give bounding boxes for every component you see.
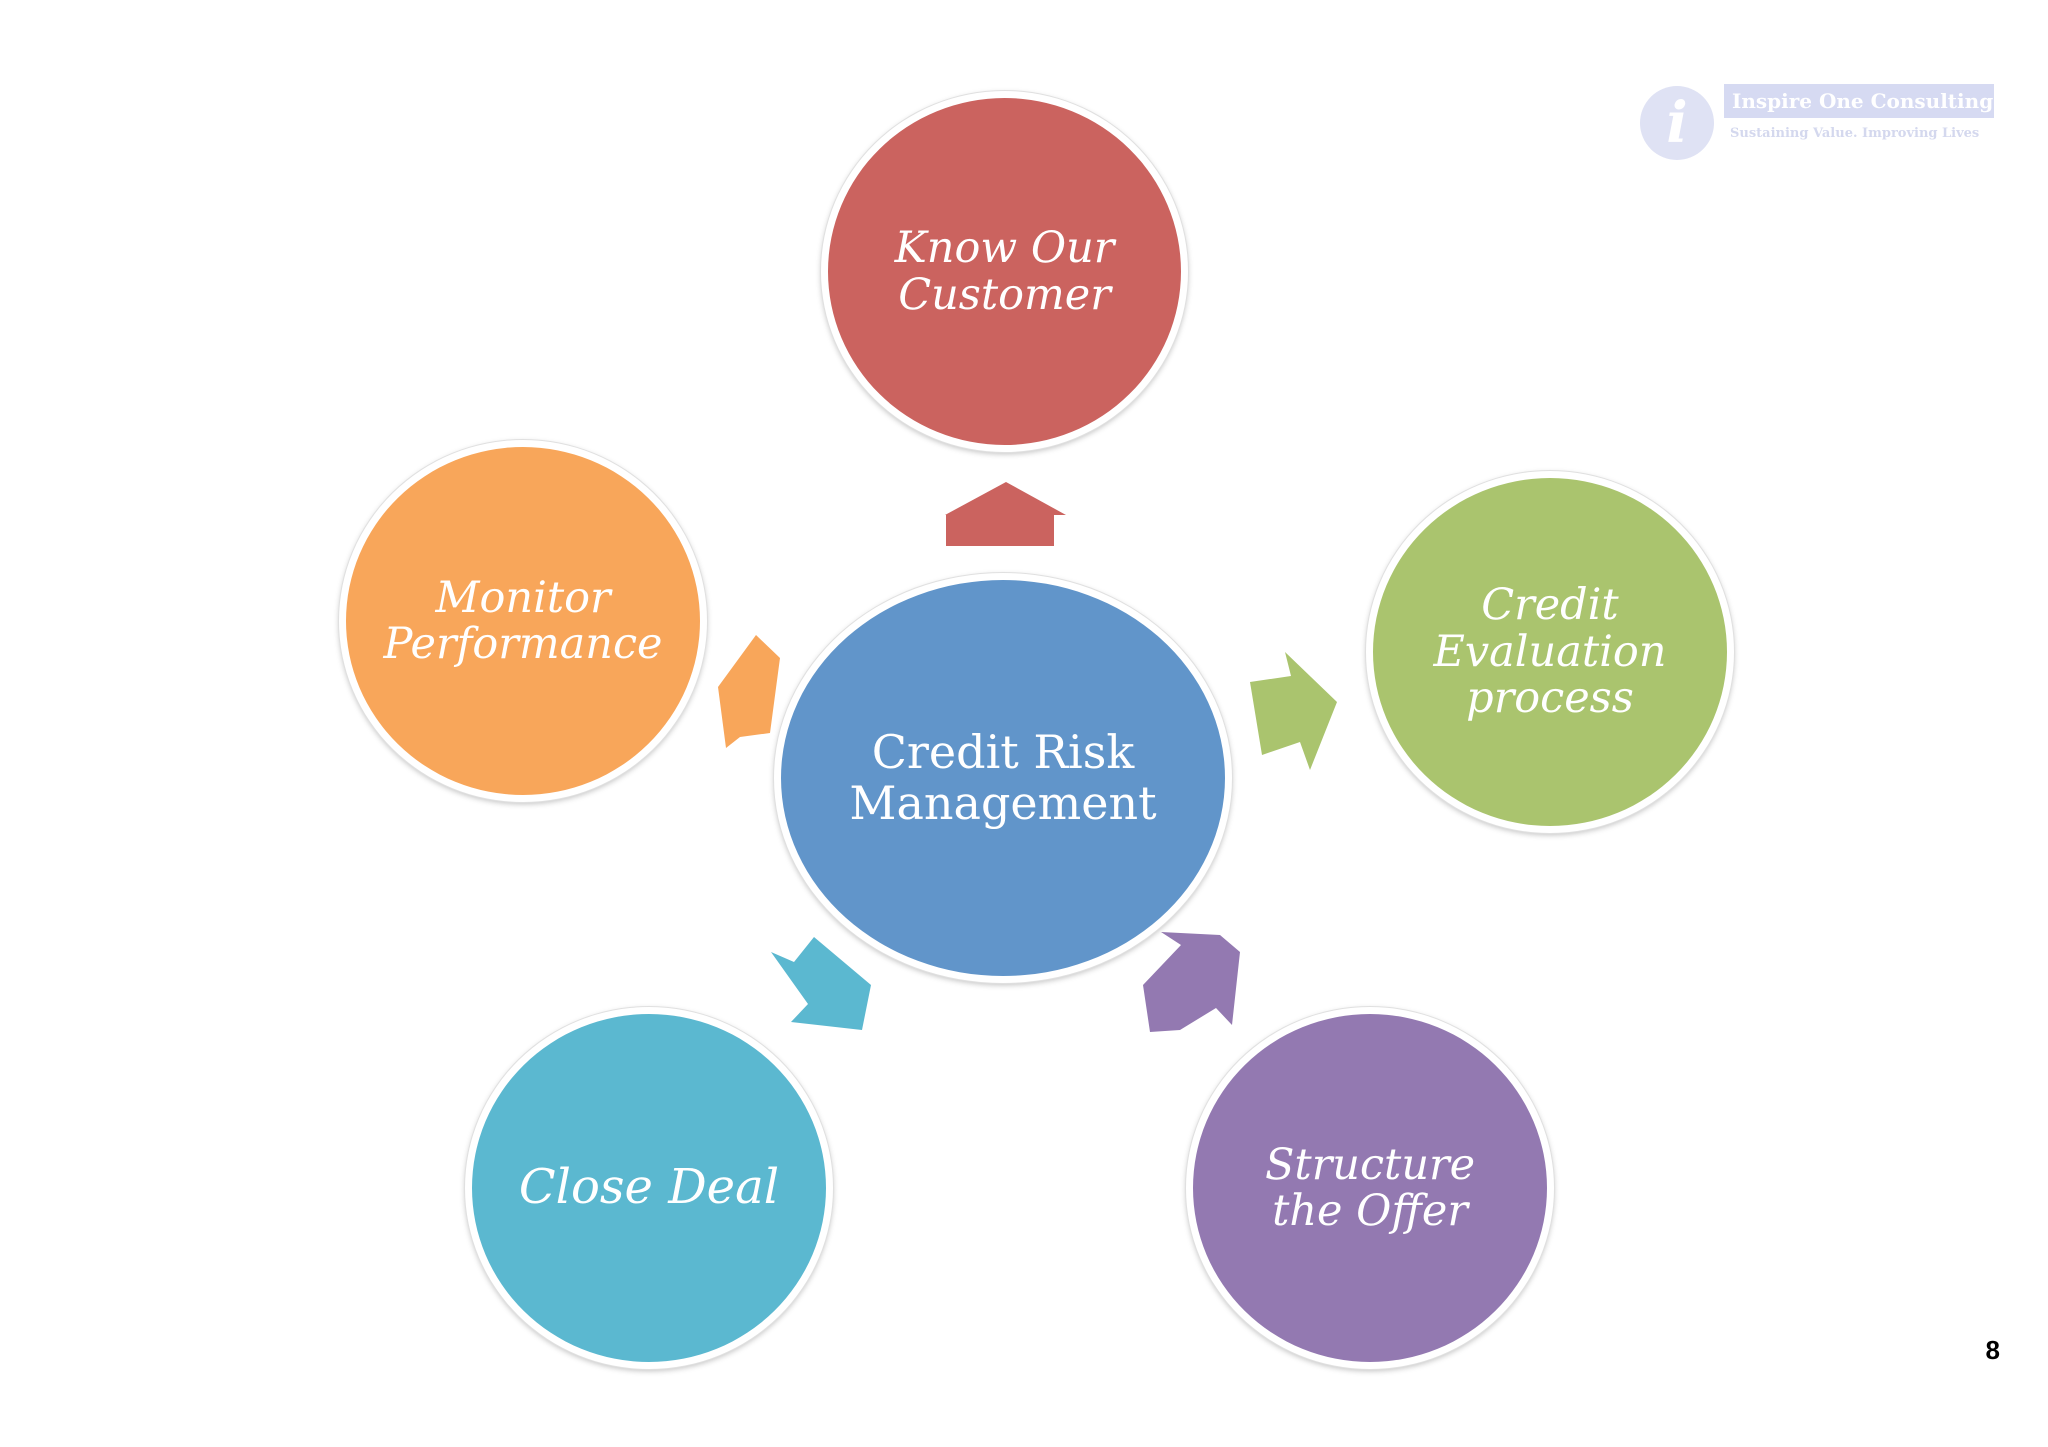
arrow-to-credit-evaluation <box>1250 652 1337 770</box>
arrow-to-close-deal <box>771 937 871 1030</box>
node-credit-evaluation-process: Credit Evaluation process <box>1366 471 1734 833</box>
node-know-our-customer: Know Our Customer <box>821 91 1188 452</box>
info-i-icon: i <box>1640 86 1714 160</box>
node-structure-the-offer: Structure the Offer <box>1186 1007 1554 1369</box>
node-label-close-deal: Close Deal <box>518 1159 780 1216</box>
arrow-to-structure-the-offer <box>1143 932 1240 1032</box>
logo-tagline: Sustaining Value. Improving Lives <box>1730 126 1980 141</box>
arrow-to-monitor-performance <box>718 635 780 748</box>
node-label-structure-the-offer: Structure the Offer <box>1264 1139 1476 1236</box>
logo-company-name: Inspire One Consulting <box>1724 84 1994 118</box>
node-monitor-performance: Monitor Performance <box>339 440 707 802</box>
center-node-label: Credit Risk Management <box>849 725 1157 830</box>
node-label-credit-evaluation-process: Credit Evaluation process <box>1433 580 1667 724</box>
arrow-to-know-our-customer <box>945 482 1066 546</box>
node-label-monitor-performance: Monitor Performance <box>383 572 663 669</box>
center-node-credit-risk-management: Credit Risk Management <box>774 573 1232 983</box>
node-close-deal: Close Deal <box>465 1007 833 1369</box>
page-number: 8 <box>1985 1335 2000 1365</box>
company-logo: i Inspire One Consulting Sustaining Valu… <box>1640 82 2000 168</box>
node-label-know-our-customer: Know Our Customer <box>894 223 1115 320</box>
